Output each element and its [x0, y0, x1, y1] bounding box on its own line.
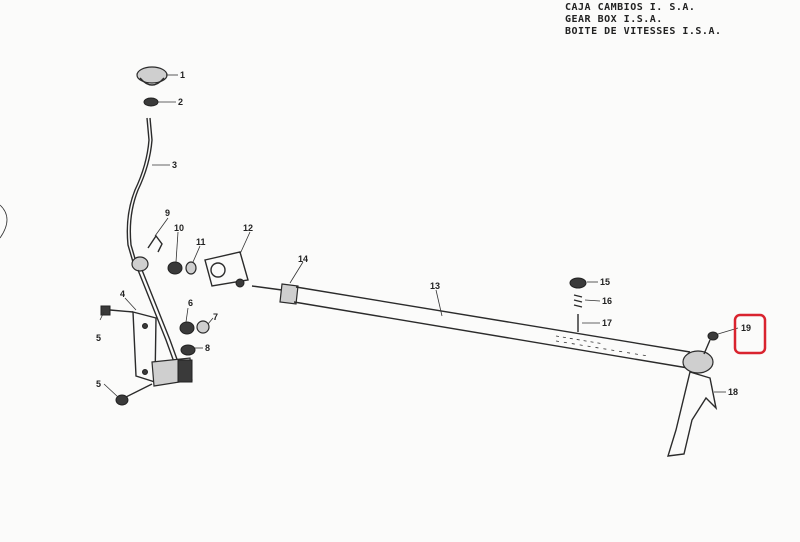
callout-14: 14: [298, 254, 308, 264]
callout-18: 18: [728, 387, 738, 397]
linkage-arm[interactable]: [204, 251, 249, 288]
callout-16: 16: [602, 296, 612, 306]
knob-nut[interactable]: [143, 97, 159, 107]
shaft-coupling[interactable]: [251, 283, 299, 305]
callout-7: 7: [213, 312, 218, 322]
bracket-bolt-lower[interactable]: [115, 383, 153, 406]
header-line-french: BOITE DE VITESSES I.S.A.: [565, 26, 722, 37]
callout-3: 3: [172, 160, 177, 170]
diagram-header: CAJA CAMBIOS I. S.A. GEAR BOX I.S.A. BOI…: [565, 2, 722, 38]
lever-bracket[interactable]: [132, 311, 193, 387]
callout-9: 9: [165, 208, 170, 218]
bracket-bolt-upper[interactable]: [100, 305, 134, 316]
gear-knob[interactable]: [136, 66, 168, 86]
leader-lines: [99, 74, 739, 398]
header-line-spanish: CAJA CAMBIOS I. S.A.: [565, 2, 696, 13]
gear-lever[interactable]: [126, 117, 179, 363]
header-line-english: GEAR BOX I.S.A.: [565, 14, 663, 25]
callout-8: 8: [205, 343, 210, 353]
lever-washer[interactable]: [179, 321, 195, 335]
selector-shaft[interactable]: [293, 286, 691, 369]
callout-10: 10: [174, 223, 184, 233]
callout-12: 12: [243, 223, 253, 233]
lever-spacer[interactable]: [180, 344, 196, 356]
pivot-bushing[interactable]: [167, 261, 183, 275]
fork-screw[interactable]: [703, 331, 719, 355]
detent-screw[interactable]: [569, 277, 587, 289]
lever-clip[interactable]: [147, 234, 163, 253]
callout-11: 11: [196, 237, 206, 247]
callout-17: 17: [602, 318, 612, 328]
callout-5-upper: 5: [96, 333, 101, 343]
pivot-washer[interactable]: [185, 261, 197, 275]
callout-13: 13: [430, 281, 440, 291]
callout-19: 19: [741, 323, 751, 333]
detent-spring[interactable]: [573, 294, 583, 308]
callout-5-lower: 5: [96, 379, 101, 389]
page-edge-mark: [0, 204, 8, 239]
shift-fork[interactable]: [667, 350, 718, 457]
lever-nut[interactable]: [196, 320, 210, 334]
callout-4: 4: [120, 289, 125, 299]
callout-1: 1: [180, 70, 185, 80]
callout-15: 15: [600, 277, 610, 287]
highlight-box: [733, 313, 767, 355]
callout-6: 6: [188, 298, 193, 308]
callout-2: 2: [178, 97, 183, 107]
